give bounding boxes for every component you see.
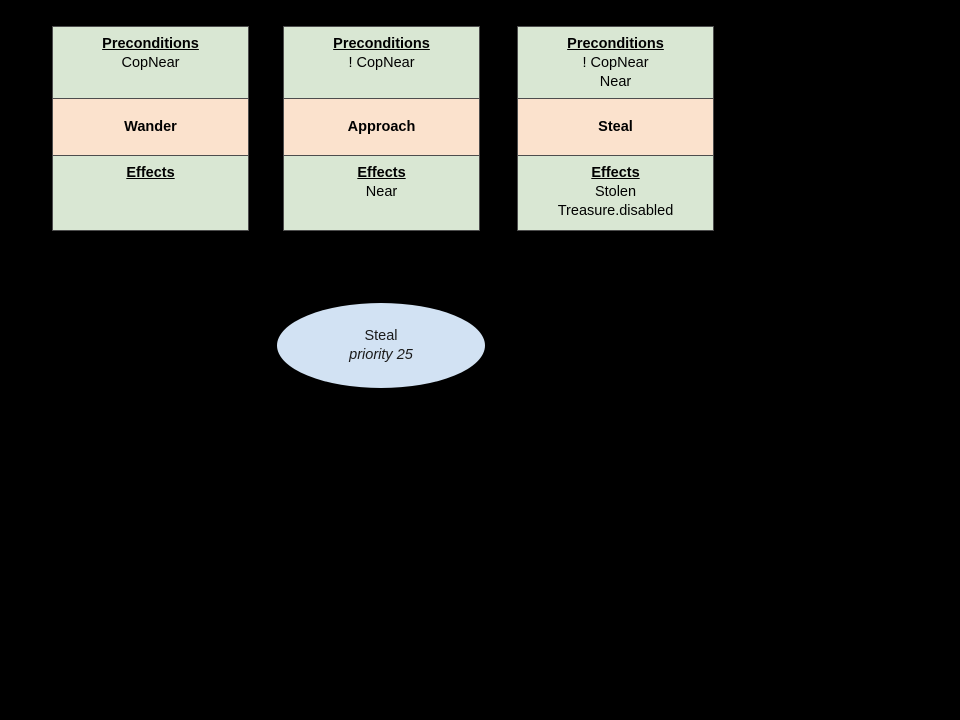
goal-priority: priority 25 <box>349 346 413 363</box>
action-name-section: Steal <box>518 99 713 156</box>
effect-item: Stolen <box>594 184 637 200</box>
action-name-section: Approach <box>284 99 479 156</box>
effect-item: Near <box>365 184 398 200</box>
goal-name: Steal <box>364 327 398 344</box>
precondition-item: Near <box>599 74 632 90</box>
goal-node-steal[interactable]: Steal priority 25 <box>277 303 485 388</box>
action-name: Steal <box>598 118 633 135</box>
effects-heading: Effects <box>591 165 640 181</box>
preconditions-heading: Preconditions <box>333 36 430 52</box>
precondition-item: CopNear <box>121 55 180 71</box>
preconditions-section: Preconditions ! CopNear <box>284 27 479 99</box>
action-name: Wander <box>124 118 177 135</box>
effects-section: Effects <box>53 156 248 230</box>
effect-item: Treasure.disabled <box>557 203 674 219</box>
precondition-item: ! CopNear <box>582 55 649 71</box>
action-name-section: Wander <box>53 99 248 156</box>
precondition-item: ! CopNear <box>348 55 415 71</box>
effects-heading: Effects <box>126 165 175 181</box>
action-name: Approach <box>347 118 416 135</box>
preconditions-heading: Preconditions <box>102 36 199 52</box>
preconditions-heading: Preconditions <box>567 36 664 52</box>
effects-heading: Effects <box>357 165 406 181</box>
